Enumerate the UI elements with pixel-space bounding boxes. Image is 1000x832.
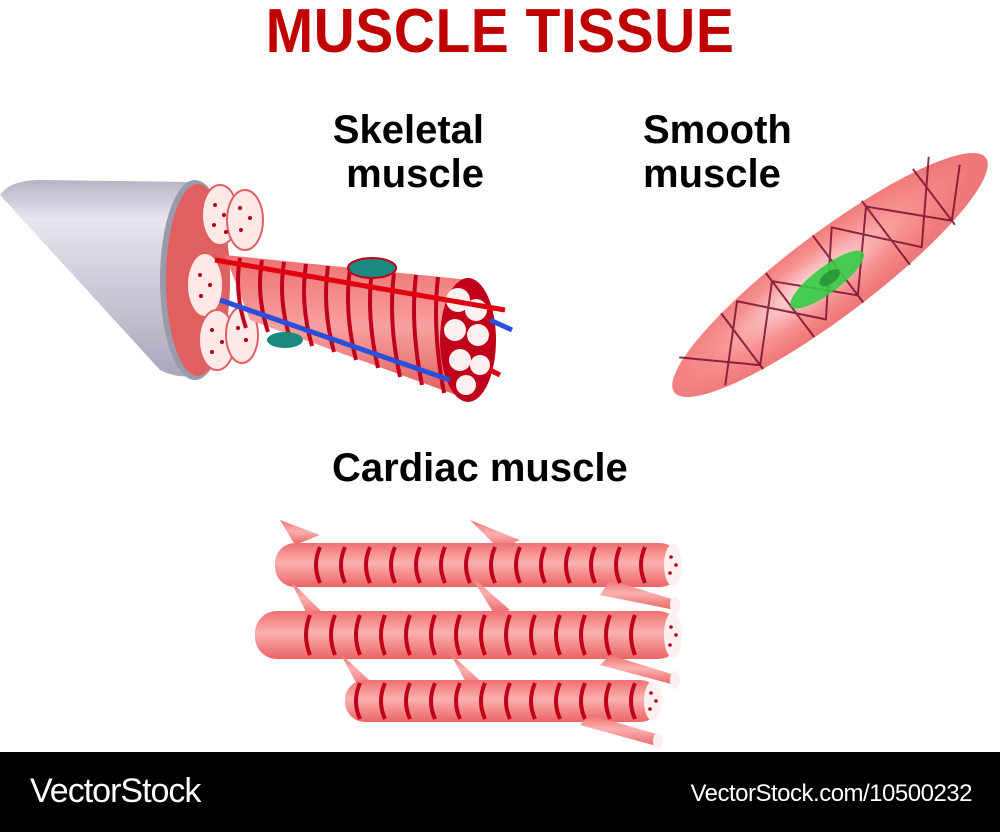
smooth-muscle-illustration — [672, 152, 988, 398]
nucleus — [267, 332, 303, 348]
skeletal-muscle-label: Skeletal muscle — [316, 108, 484, 196]
footer-bar: VectorStock VectorStock.com/10500232 — [0, 752, 1000, 832]
skeletal-label-line1: Skeletal — [332, 108, 484, 152]
image-reference: VectorStock.com/10500232 — [690, 780, 972, 807]
vein — [219, 297, 451, 383]
smooth-label-line2: muscle — [643, 152, 781, 196]
cardiac-muscle-illustration — [255, 520, 682, 749]
brand-logo: VectorStock — [30, 772, 201, 810]
smooth-label-line1: Smooth — [643, 108, 792, 152]
nucleus — [347, 257, 397, 279]
skeletal-label-line2: muscle — [346, 152, 484, 196]
skeletal-muscle-illustration — [0, 180, 514, 402]
diagram-title: MUSCLE TISSUE — [265, 0, 735, 66]
smooth-muscle-label: Smooth muscle — [643, 108, 792, 196]
artery — [214, 257, 506, 313]
cardiac-muscle-label: Cardiac muscle — [332, 446, 628, 490]
epimysium-sheath — [0, 180, 200, 377]
